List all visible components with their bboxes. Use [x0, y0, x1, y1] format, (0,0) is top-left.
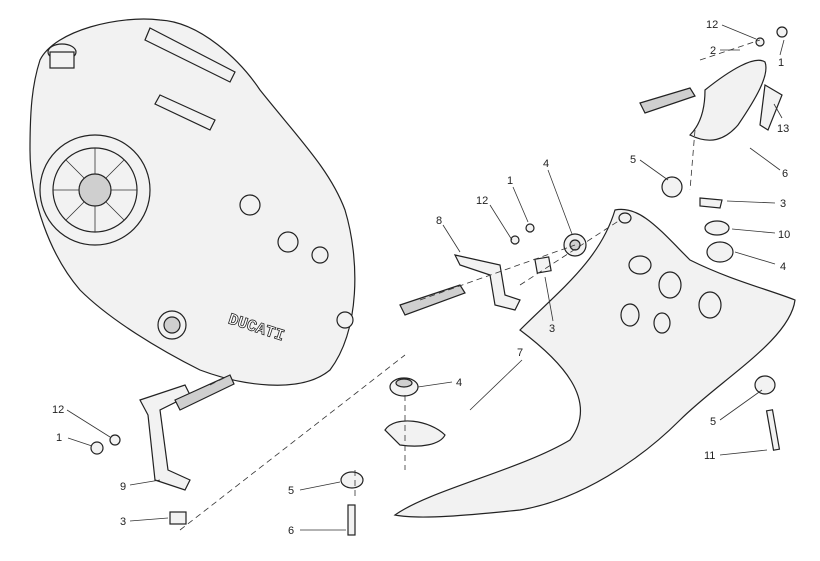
- callout-8: 8: [436, 215, 442, 227]
- callout-11: 11: [704, 450, 715, 462]
- callout-5-right: 5: [710, 416, 716, 428]
- callout-4-right: 4: [780, 261, 786, 273]
- callout-13: 13: [777, 123, 789, 135]
- callout-12-mid: 12: [476, 195, 488, 207]
- callout-1-mid: 1: [507, 175, 513, 187]
- callout-12-top: 12: [706, 19, 718, 31]
- callout-3-right: 3: [780, 198, 786, 210]
- callout-3-mid: 3: [549, 323, 555, 335]
- engine-cover: DUCATI: [29, 18, 356, 386]
- callout-6-right: 6: [782, 168, 788, 180]
- callout-4-mid: 4: [543, 158, 549, 170]
- skid-plate: [384, 208, 796, 518]
- hardware: [90, 176, 781, 536]
- callout-12-left: 12: [52, 404, 64, 416]
- callout-10: 10: [778, 229, 790, 241]
- callout-3-left: 3: [120, 516, 126, 528]
- callout-labels: 12 2 1 13 5 6 3 10 4 8 12 1 4 3 7 4 5 11…: [52, 19, 790, 537]
- leader-lines: [66, 24, 785, 531]
- callout-5-top: 5: [630, 154, 636, 166]
- middle-bracket: [399, 223, 587, 316]
- callout-4-center: 4: [456, 377, 462, 389]
- callout-6-bottom: 6: [288, 525, 294, 537]
- callout-2-top: 2: [710, 45, 716, 57]
- upper-bracket: [639, 26, 788, 141]
- callout-9: 9: [120, 481, 126, 493]
- callout-5-bottom: 5: [288, 485, 294, 497]
- callout-7: 7: [517, 347, 523, 359]
- callout-1-left: 1: [56, 432, 62, 444]
- callout-1-top: 1: [778, 57, 784, 69]
